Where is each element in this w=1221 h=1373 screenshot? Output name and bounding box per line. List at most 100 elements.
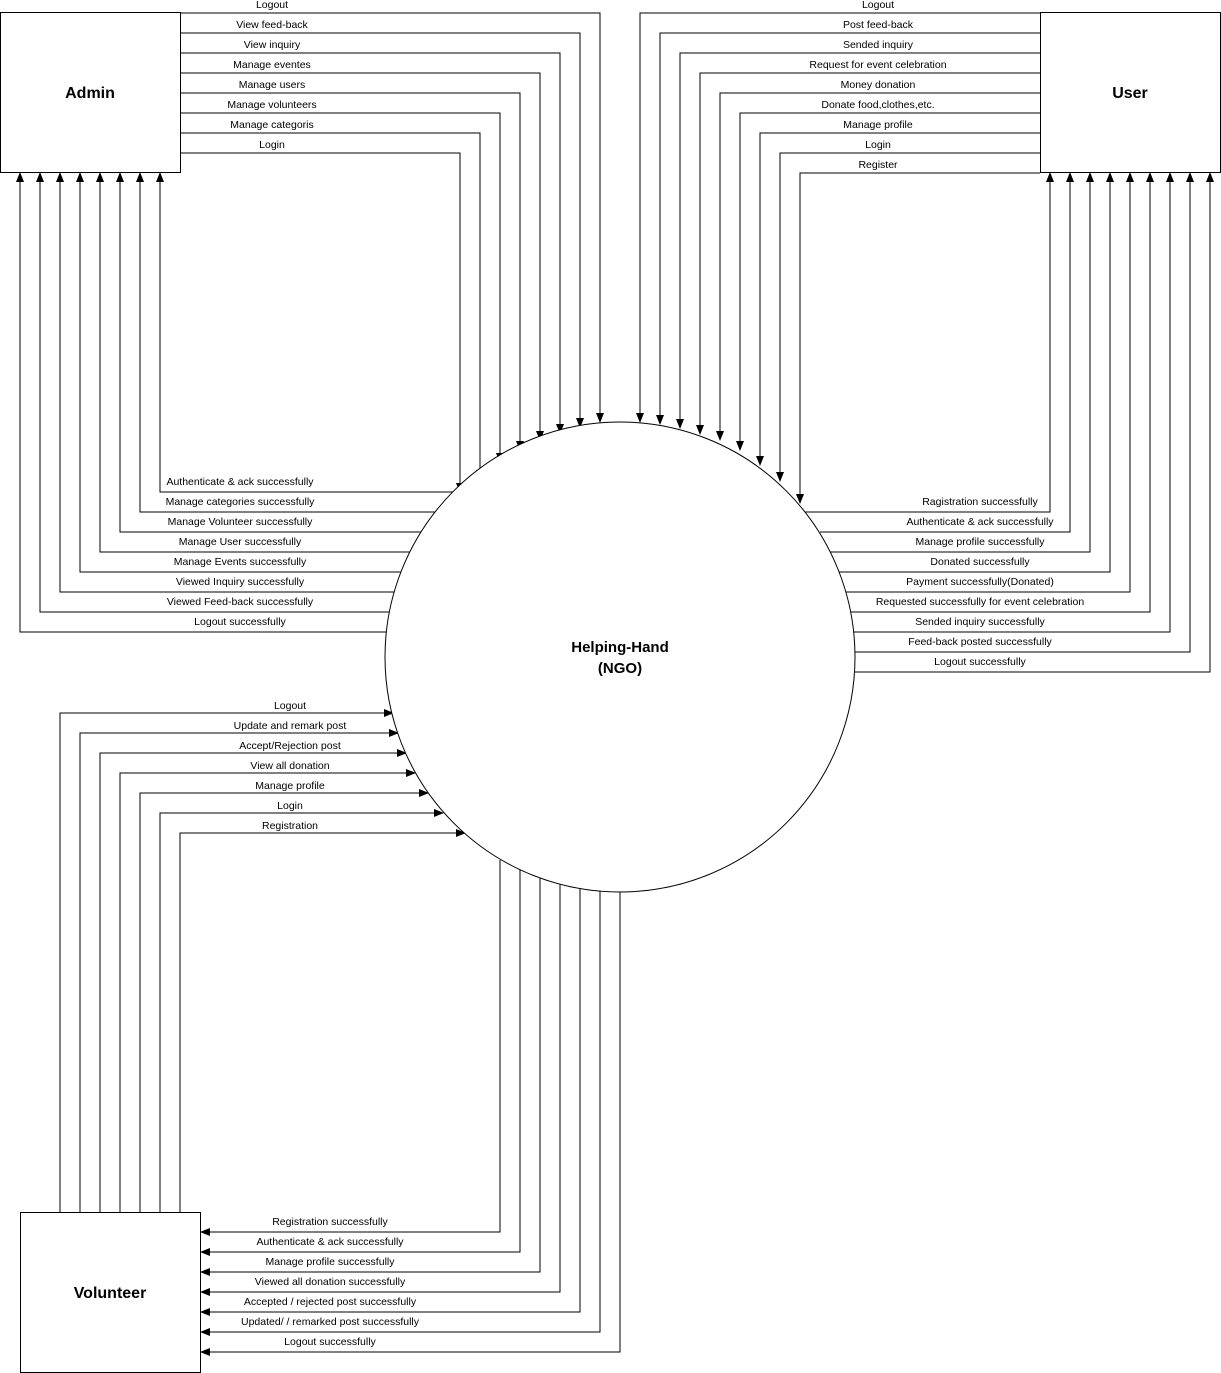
volunteer-in-flow [200, 878, 541, 1276]
admin-out-flow [181, 92, 524, 451]
user-out-label: Register [858, 159, 898, 171]
volunteer-out-flow [139, 789, 429, 1212]
admin-in-flow [76, 172, 405, 573]
process-title-line2: (NGO) [598, 660, 642, 677]
user-in-flow [853, 172, 1174, 633]
user-out-label: Logout [862, 0, 894, 11]
user-out-flow [676, 52, 1040, 429]
user-in-label: Ragistration successfully [922, 496, 1038, 508]
volunteer-out-label: Logout [274, 700, 306, 712]
admin-in-label: Manage User successfully [179, 536, 302, 548]
user-out-label: Login [865, 139, 891, 151]
user-in-flow [805, 172, 1054, 513]
user-box [1040, 12, 1221, 173]
user-in-label: Authenticate & ack successfully [906, 516, 1054, 528]
volunteer-out-label: View all donation [250, 760, 329, 772]
flow-lines [16, 12, 1214, 1356]
admin-in-label: Manage categories successfully [166, 496, 316, 508]
volunteer-in-label: Viewed all donation successfully [255, 1276, 406, 1288]
user-out-flow [696, 72, 1040, 435]
admin-in-flow [136, 172, 440, 513]
user-in-flow [845, 172, 1134, 593]
volunteer-out-label: Accept/Rejection post [239, 740, 341, 752]
admin-out-flow [181, 152, 464, 493]
admin-out-label: View feed-back [236, 19, 308, 31]
user-in-flow [838, 172, 1114, 573]
admin-in-flow [56, 172, 395, 593]
helping-hand-process [384, 421, 856, 893]
volunteer-out-flow [99, 749, 407, 1212]
admin-out-label: Manage eventes [233, 59, 311, 71]
user-out-label: Post feed-back [843, 19, 914, 31]
admin-out-label: Manage volunteers [227, 99, 316, 111]
user-in-label: Donated successfully [930, 556, 1030, 568]
admin-in-label: Viewed Feed-back successfully [167, 596, 314, 608]
admin-in-label: Manage Volunteer successfully [168, 516, 313, 528]
volunteer-in-flow [200, 870, 521, 1256]
volunteer-in-label: Registration successfully [272, 1216, 388, 1228]
user-in-flow [855, 172, 1214, 673]
admin-out-flow [181, 32, 584, 428]
admin-out-label: View inquiry [244, 39, 301, 51]
volunteer-in-flow [200, 890, 601, 1336]
user-out-label: Request for event celebration [809, 59, 946, 71]
user-in-flow [850, 172, 1154, 613]
volunteer-in-label: Updated/ / remarked post successfully [241, 1316, 420, 1328]
admin-box [0, 12, 181, 173]
user-out-flow [636, 12, 1040, 423]
user-in-label: Sended inquiry successfully [915, 616, 1045, 628]
admin-in-label: Manage Events successfully [174, 556, 307, 568]
user-in-label: Logout successfully [934, 656, 1026, 668]
volunteer-in-flow [200, 860, 501, 1236]
admin-title: Admin [65, 85, 115, 102]
user-out-flow [736, 112, 1040, 451]
admin-out-flow [181, 132, 484, 480]
user-in-label: Feed-back posted successfully [908, 636, 1052, 648]
user-out-flow [796, 172, 1040, 504]
volunteer-in-label: Manage profile successfully [266, 1256, 396, 1268]
admin-out-label: Login [259, 139, 285, 151]
admin-in-flow [96, 172, 415, 553]
volunteer-out-label: Login [277, 800, 303, 812]
user-out-flow [656, 32, 1040, 425]
admin-in-flow [116, 172, 425, 533]
user-in-label: Payment successfully(Donated) [906, 576, 1054, 588]
user-in-label: Requested successfully for event celebra… [876, 596, 1085, 608]
admin-in-flow [16, 172, 387, 633]
admin-out-label: Manage users [239, 79, 306, 91]
user-in-flow [855, 172, 1194, 653]
volunteer-out-flow [79, 729, 399, 1212]
volunteer-title: Volunteer [74, 1285, 147, 1302]
admin-out-label: Logout [256, 0, 288, 11]
user-title: User [1112, 85, 1148, 102]
volunteer-in-flow [200, 885, 561, 1296]
admin-in-flow [156, 172, 455, 493]
volunteer-in-flow [200, 892, 621, 1356]
volunteer-out-flow [119, 769, 416, 1212]
user-out-label: Money donation [841, 79, 916, 91]
admin-out-flow [181, 72, 544, 441]
admin-in-flow [36, 172, 390, 613]
user-out-label: Donate food,clothes,etc. [821, 99, 934, 111]
user-out-flow [716, 92, 1040, 441]
admin-in-label: Authenticate & ack successfully [166, 476, 314, 488]
volunteer-out-flow [59, 709, 394, 1212]
volunteer-out-label: Update and remark post [234, 720, 347, 732]
volunteer-out-label: Manage profile [255, 780, 325, 792]
volunteer-in-label: Authenticate & ack successfully [256, 1236, 404, 1248]
admin-in-label: Logout successfully [194, 616, 286, 628]
volunteer-out-flow [159, 809, 444, 1212]
volunteer-out-flow [179, 829, 466, 1212]
admin-in-label: Viewed Inquiry successfully [176, 576, 305, 588]
user-in-flow [830, 172, 1094, 553]
user-out-flow [756, 132, 1040, 466]
process-title-line1: Helping-Hand [571, 639, 669, 656]
user-out-label: Sended inquiry [843, 39, 914, 51]
admin-out-flow [181, 12, 604, 423]
user-in-flow [820, 172, 1074, 533]
user-in-label: Manage profile successfully [916, 536, 1046, 548]
user-out-label: Manage profile [843, 119, 913, 131]
volunteer-in-label: Logout successfully [284, 1336, 376, 1348]
admin-out-label: Manage categoris [230, 119, 313, 131]
